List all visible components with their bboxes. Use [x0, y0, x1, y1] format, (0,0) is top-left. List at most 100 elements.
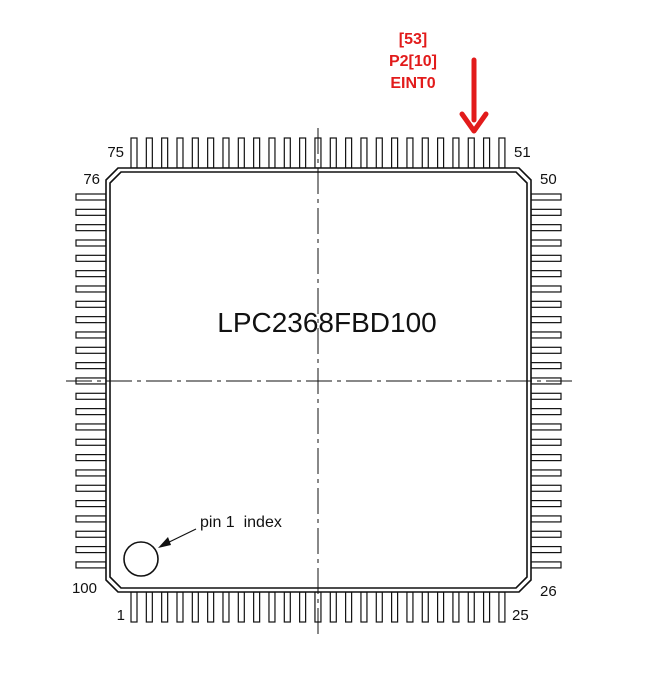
- pin-lead-28: [530, 530, 562, 538]
- pin-lead-31: [530, 484, 562, 492]
- pin-lead-33: [530, 454, 562, 462]
- pin-lead-80: [75, 254, 107, 262]
- pin-lead-22: [452, 591, 460, 623]
- callout-arrow-head: [459, 111, 489, 134]
- pin-lead-95: [75, 484, 107, 492]
- pin-lead-61: [345, 137, 353, 169]
- pin-lead-100: [75, 561, 107, 569]
- pin-lead-44: [530, 285, 562, 293]
- pin-lead-53: [467, 137, 475, 169]
- pin-lead-36: [530, 408, 562, 416]
- pin-lead-9: [253, 591, 261, 623]
- pin-lead-84: [75, 316, 107, 324]
- pin-lead-54: [452, 137, 460, 169]
- pin-lead-69: [222, 137, 230, 169]
- callout-function-name: EINT0: [390, 75, 435, 92]
- pin-lead-46: [530, 254, 562, 262]
- pin-lead-71: [191, 137, 199, 169]
- pin-lead-37: [530, 392, 562, 400]
- callout-port-name: P2[10]: [389, 53, 437, 70]
- pin1-index-arrowhead: [158, 537, 171, 548]
- pin-lead-66: [268, 137, 276, 169]
- right-pin-row: [530, 193, 562, 569]
- pin-lead-70: [207, 137, 215, 169]
- pin-number-75: 75: [107, 144, 124, 161]
- pin-lead-50: [530, 193, 562, 201]
- pin-lead-18: [391, 591, 399, 623]
- pin-lead-21: [437, 591, 445, 623]
- pin-lead-29: [530, 515, 562, 523]
- top-pin-row: [130, 137, 506, 169]
- pin-lead-27: [530, 545, 562, 554]
- pin-lead-14: [329, 591, 337, 623]
- pin-lead-96: [75, 500, 107, 508]
- pin-lead-81: [75, 270, 107, 278]
- pin-number-51: 51: [514, 144, 531, 161]
- pin-lead-78: [75, 224, 107, 232]
- pin1-index-label: pin 1 index: [200, 514, 282, 531]
- pin-lead-19: [406, 591, 414, 623]
- pin-lead-6: [207, 591, 215, 623]
- pin-lead-48: [530, 224, 562, 232]
- pin-lead-51: [498, 137, 506, 169]
- pin-lead-92: [75, 438, 107, 446]
- pin-lead-75: [130, 137, 138, 169]
- pin-lead-10: [268, 591, 276, 623]
- pin-lead-4: [176, 591, 184, 623]
- part-number-label: LPC2368FBD100: [217, 307, 436, 338]
- pin-lead-5: [191, 591, 199, 623]
- pin-lead-90: [75, 408, 107, 416]
- pin-lead-83: [75, 300, 107, 308]
- pin-lead-25: [498, 591, 506, 623]
- pin-lead-12: [299, 591, 307, 623]
- pin-lead-59: [375, 137, 383, 169]
- pin-lead-60: [360, 137, 368, 169]
- pin-lead-91: [75, 423, 107, 431]
- pin-lead-64: [299, 137, 307, 169]
- pin-lead-3: [161, 591, 169, 623]
- pin-number-25: 25: [512, 607, 529, 624]
- pin-lead-7: [222, 591, 230, 623]
- pin-53-callout: [53] P2[10] EINT0: [389, 31, 489, 134]
- pin1-index-circle: [123, 541, 159, 577]
- pin-lead-98: [75, 530, 107, 538]
- pin-lead-17: [375, 591, 383, 623]
- pin-lead-43: [530, 300, 562, 308]
- pin-lead-57: [406, 137, 414, 169]
- pin-lead-52: [482, 137, 491, 169]
- pin-lead-56: [421, 137, 429, 169]
- callout-pin-number: [53]: [399, 31, 427, 48]
- pin-lead-86: [75, 346, 107, 354]
- pin-lead-34: [530, 438, 562, 446]
- pin-lead-35: [530, 423, 562, 431]
- pin-lead-73: [161, 137, 169, 169]
- pin-lead-79: [75, 239, 107, 247]
- pin-lead-67: [253, 137, 261, 169]
- pin-number-1: 1: [117, 607, 125, 624]
- pin-lead-39: [530, 362, 562, 370]
- pin-lead-68: [237, 137, 245, 169]
- pin-lead-30: [530, 500, 562, 508]
- pin-lead-41: [530, 331, 562, 339]
- pin-number-76: 76: [83, 171, 100, 188]
- pin-lead-99: [75, 545, 107, 554]
- pin-lead-62: [329, 137, 337, 169]
- pin-lead-72: [176, 137, 184, 169]
- pin-number-26: 26: [540, 583, 557, 600]
- pin-lead-49: [530, 208, 562, 216]
- pin-number-100: 100: [72, 580, 97, 597]
- pin-lead-16: [360, 591, 368, 623]
- pin-lead-11: [283, 591, 291, 623]
- pin-lead-32: [530, 469, 562, 477]
- pin-lead-55: [437, 137, 445, 169]
- pin-lead-74: [145, 137, 153, 169]
- pin-lead-85: [75, 331, 107, 339]
- pin-lead-76: [75, 193, 107, 201]
- chip-body-inner: [109, 171, 528, 589]
- pin-lead-58: [391, 137, 399, 169]
- pin-lead-20: [421, 591, 429, 623]
- pin-lead-2: [145, 591, 153, 623]
- pin-lead-45: [530, 270, 562, 278]
- pin-lead-42: [530, 316, 562, 324]
